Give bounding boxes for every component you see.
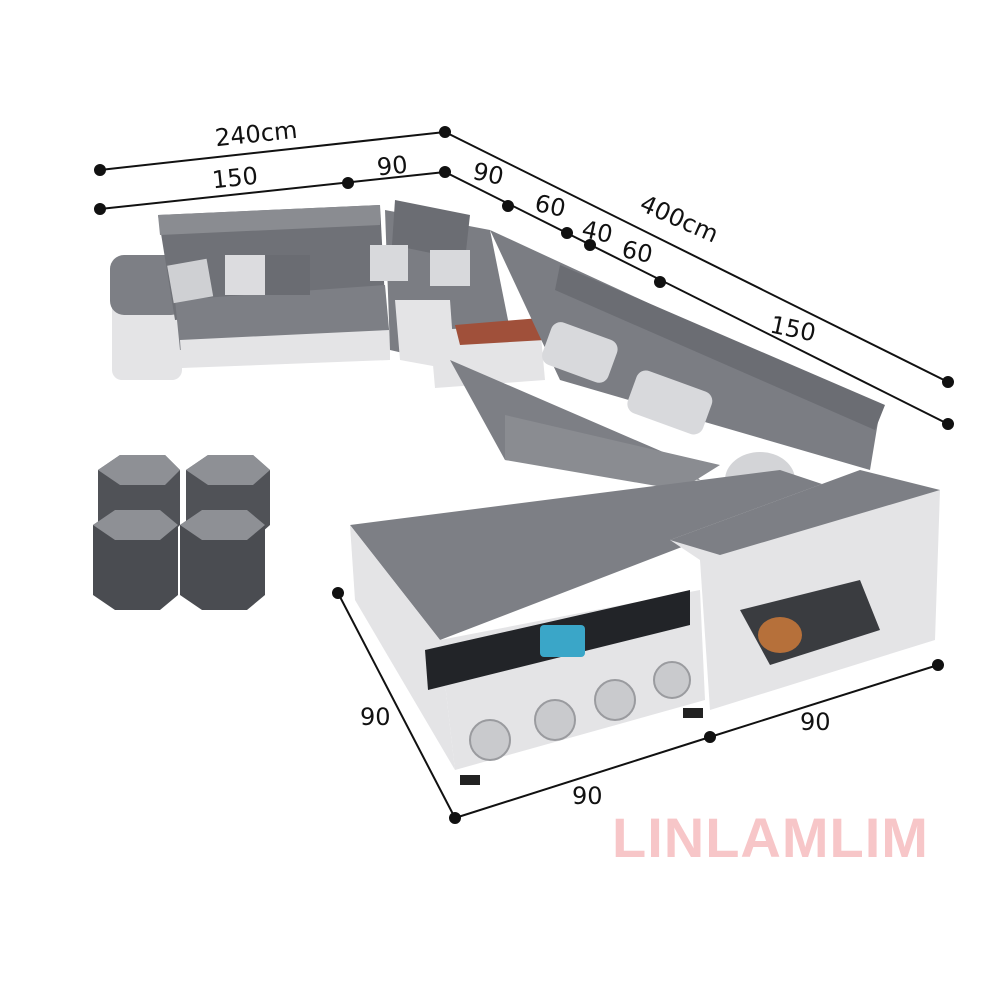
chaise-section <box>350 470 870 785</box>
dim-side-unit-front: 90 <box>800 708 831 736</box>
watermark: LINLAMLIM <box>612 806 929 869</box>
dim-right-seat-2: 60 <box>619 235 656 269</box>
dimension-lines <box>94 126 954 824</box>
dim-top-corner: 90 <box>375 150 409 182</box>
side-shelf-unit <box>670 470 940 710</box>
dim-chaise-depth: 90 <box>360 703 391 731</box>
dim-right-corner: 90 <box>470 157 507 191</box>
dim-chaise-front: 90 <box>572 782 603 810</box>
dim-right-console: 40 <box>579 215 616 249</box>
right-sofa-section <box>450 230 885 508</box>
corner-section <box>370 200 545 388</box>
hexagon-ottomans <box>93 455 270 610</box>
left-sofa-section <box>110 205 390 380</box>
dim-top-left-section: 150 <box>210 161 260 195</box>
dim-right-seat: 60 <box>532 189 569 223</box>
